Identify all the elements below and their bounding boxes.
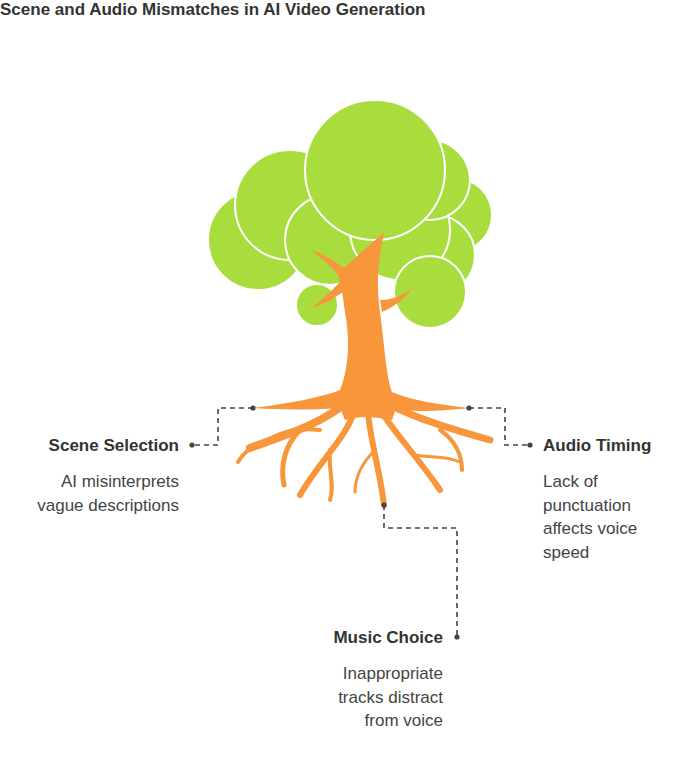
callout-text: AI misinterprets vague descriptions xyxy=(29,470,179,517)
callout-heading: Scene Selection xyxy=(49,434,179,458)
callout-heading: Audio Timing xyxy=(543,434,651,458)
diagram-title: Scene and Audio Mismatches in AI Video G… xyxy=(0,0,698,20)
callout-text: Inappropriate tracks distract from voice xyxy=(311,662,443,733)
callout-text: Lack of punctuation affects voice speed xyxy=(543,470,661,564)
callout-heading: Music Choice xyxy=(333,626,443,650)
